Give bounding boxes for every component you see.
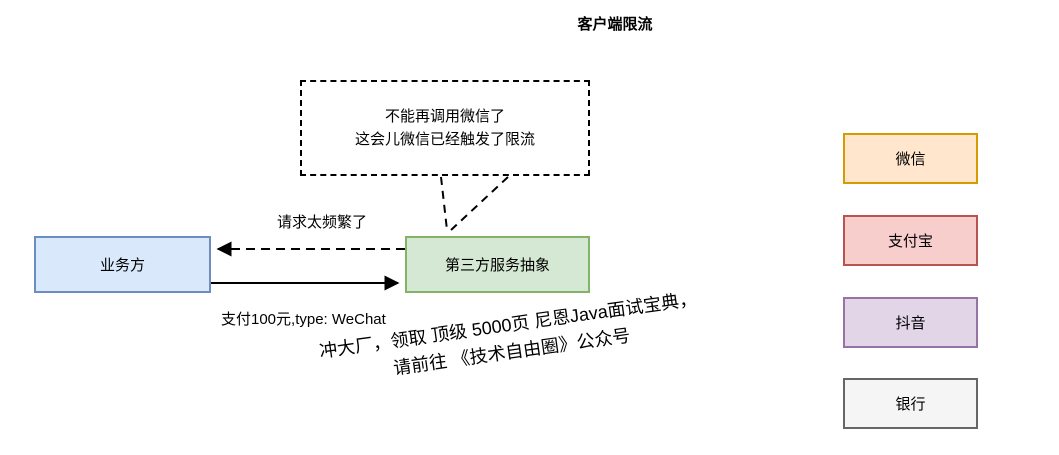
callout-tail-right-line [450,176,509,231]
provider-box-wechat-label: 微信 [895,151,926,168]
edge-label-pay: 支付100元,type: WeChat [221,311,386,328]
provider-box-alipay-label: 支付宝 [887,233,933,250]
watermark-text: 冲大厂，领取 顶级 5000页 尼恩Java面试宝典， 请前往 《技术自由圈》公… [274,280,747,399]
node-third-party-service-label: 第三方服务抽象 [444,257,550,274]
provider-box-douyin-label: 抖音 [895,315,926,332]
provider-box-bank: 银行 [843,378,978,429]
callout-tail-left-line [440,176,448,231]
provider-box-bank-label: 银行 [895,396,926,413]
callout-line-1: 不能再调用微信了 [384,108,505,125]
node-business-party-label: 业务方 [99,257,145,274]
callout-bubble: 不能再调用微信了 这会儿微信已经触发了限流 [300,80,590,176]
node-third-party-service: 第三方服务抽象 [405,236,590,293]
provider-box-alipay: 支付宝 [843,215,978,266]
node-business-party: 业务方 [34,236,211,293]
provider-box-douyin: 抖音 [843,297,978,348]
edge-label-throttle: 请求太频繁了 [276,214,367,231]
diagram-title: 客户端限流 [577,16,653,33]
callout-line-2: 这会儿微信已经触发了限流 [354,131,535,148]
provider-box-wechat: 微信 [843,133,978,184]
